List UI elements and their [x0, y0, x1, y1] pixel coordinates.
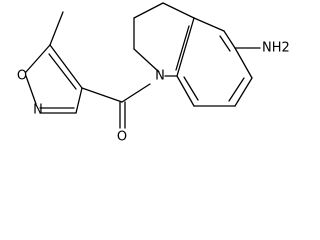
carbonyl-oxygen-label: O — [117, 130, 127, 145]
bond-n-c2 — [133, 48, 160, 73]
bond-c7-c8-double — [228, 77, 245, 102]
bond-c5-c6 — [223, 30, 236, 49]
molecule-diagram: O N N O NH2 — [17, 2, 290, 145]
bond-c4-c4a — [162, 2, 195, 19]
bond-c7-c8 — [234, 77, 253, 107]
amide-nitrogen-label: N — [155, 69, 165, 84]
bond-c4a-c5 — [193, 17, 225, 32]
structure-canvas: O N N O NH2 — [17, 2, 290, 145]
bond-c4a-inner — [175, 25, 190, 71]
bond-c4-carbonyl — [81, 87, 123, 103]
bond-c4-c5 — [49, 44, 83, 89]
amine-label: NH2 — [262, 41, 290, 56]
bond-c3-c4 — [75, 87, 83, 114]
bond-c9-c8a-double — [183, 76, 199, 101]
bond-c5-c6-double — [219, 35, 231, 52]
bond-c4-c5-double — [48, 53, 77, 90]
bond-c8a-c4a — [176, 17, 195, 77]
bond-methyl — [49, 11, 64, 46]
ring-oxygen-label: O — [17, 69, 27, 84]
bond-carbonyl-n — [121, 83, 151, 103]
bond-c9-c8a — [176, 75, 195, 107]
bond-c3-c4 — [133, 2, 164, 19]
ring-nitrogen-label: N — [33, 103, 43, 118]
bond-c5-o — [25, 44, 51, 73]
bond-c6-c7 — [234, 47, 253, 79]
bond-o-n — [25, 75, 37, 105]
